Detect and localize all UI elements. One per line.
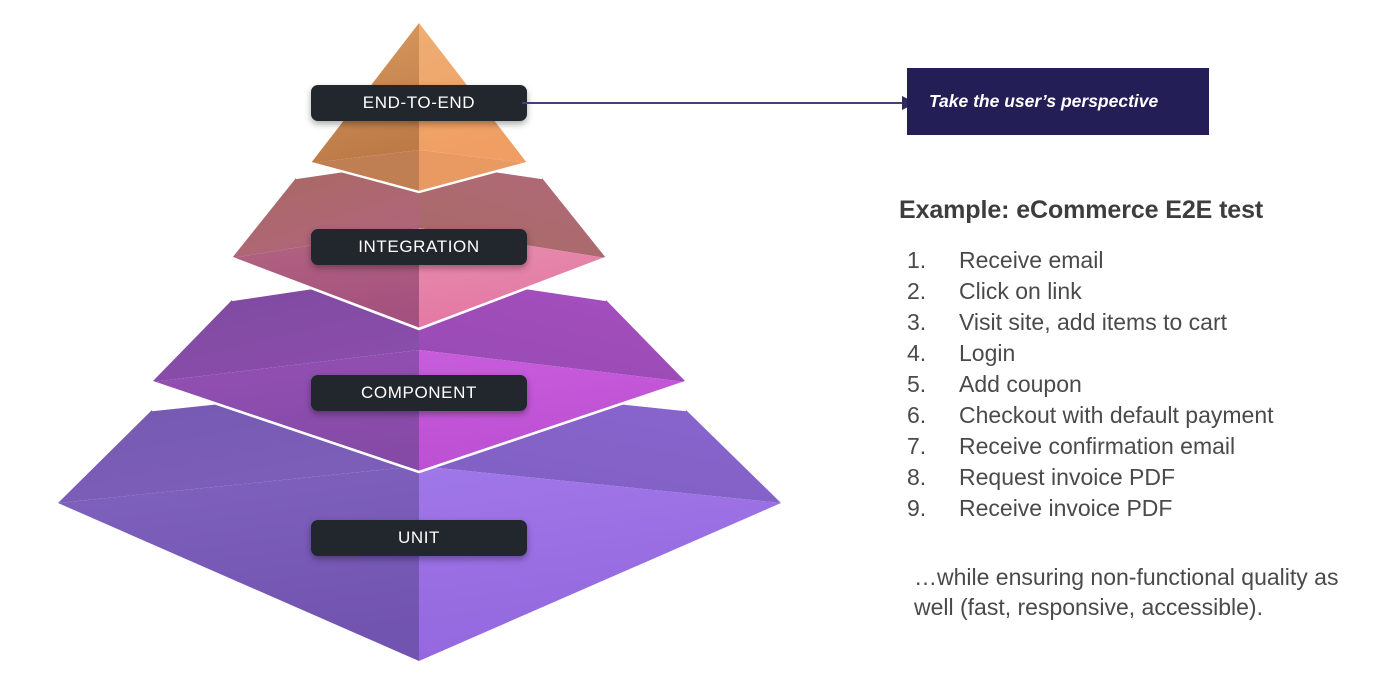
step-number: 8. xyxy=(907,464,927,490)
pyramid-graphic xyxy=(58,23,781,661)
example-heading: Example: eCommerce E2E test xyxy=(899,196,1264,224)
footer-note: …while ensuring non-functional quality a… xyxy=(914,564,1339,620)
tier-label-unit[interactable]: UNIT xyxy=(311,520,527,556)
step-text: Request invoice PDF xyxy=(959,464,1176,490)
list-item: 4. Login xyxy=(899,338,1385,369)
step-number: 2. xyxy=(907,278,927,304)
tier-label-text: UNIT xyxy=(397,528,441,547)
list-item: 8. Request invoice PDF xyxy=(899,462,1385,493)
list-item: 3. Visit site, add items to cart xyxy=(899,307,1385,338)
step-text: Add coupon xyxy=(959,371,1082,397)
list-item: 2. Click on link xyxy=(899,276,1385,307)
list-item: 7. Receive confirmation email xyxy=(899,431,1385,462)
step-text: Click on link xyxy=(959,278,1082,304)
testing-pyramid xyxy=(58,23,781,661)
steps-list: 1. Receive email 2. Click on link 3. Vis… xyxy=(899,245,1385,524)
step-text: Checkout with default payment xyxy=(959,402,1274,428)
step-text: Receive email xyxy=(959,247,1104,273)
tier-label-text: END-TO-END xyxy=(362,93,476,112)
tier-label-component[interactable]: COMPONENT xyxy=(311,375,527,411)
step-number: 5. xyxy=(907,371,927,397)
tier-label-integration[interactable]: INTEGRATION xyxy=(311,229,527,265)
step-text: Visit site, add items to cart xyxy=(959,309,1228,335)
step-text: Receive invoice PDF xyxy=(959,495,1173,521)
step-number: 9. xyxy=(907,495,927,521)
step-number: 1. xyxy=(907,247,927,273)
list-item: 6. Checkout with default payment xyxy=(899,400,1385,431)
tier-label-end-to-end[interactable]: END-TO-END xyxy=(311,85,527,121)
step-number: 6. xyxy=(907,402,927,428)
list-item: 1. Receive email xyxy=(899,245,1385,276)
step-number: 7. xyxy=(907,433,927,459)
example-panel: Example: eCommerce E2E test 1. Receive e… xyxy=(899,196,1385,622)
step-number: 3. xyxy=(907,309,927,335)
step-number: 4. xyxy=(907,340,927,366)
tier-label-text: INTEGRATION xyxy=(358,237,480,256)
callout-text: Take the user’s perspective xyxy=(929,91,1159,111)
step-text: Receive confirmation email xyxy=(959,433,1236,459)
step-text: Login xyxy=(959,340,1016,366)
tier-label-text: COMPONENT xyxy=(361,383,477,402)
list-item: 9. Receive invoice PDF xyxy=(899,493,1385,524)
callout-box: Take the user’s perspective xyxy=(907,68,1209,135)
list-item: 5. Add coupon xyxy=(899,369,1385,400)
arrow-connector-icon xyxy=(522,96,916,110)
pyramid-tier-unit xyxy=(58,380,781,661)
